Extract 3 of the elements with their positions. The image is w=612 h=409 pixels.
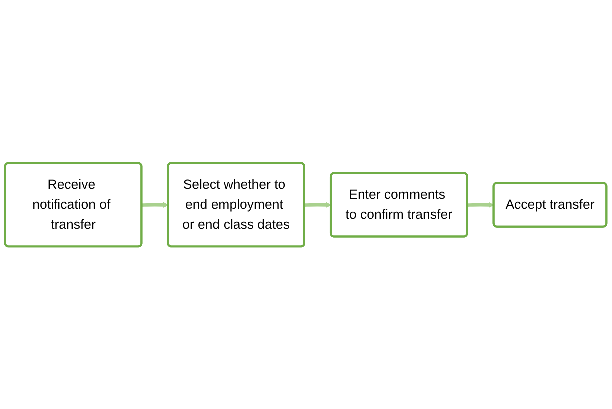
arrow [142, 202, 169, 208]
arrow [468, 202, 494, 208]
arrow [304, 202, 332, 208]
